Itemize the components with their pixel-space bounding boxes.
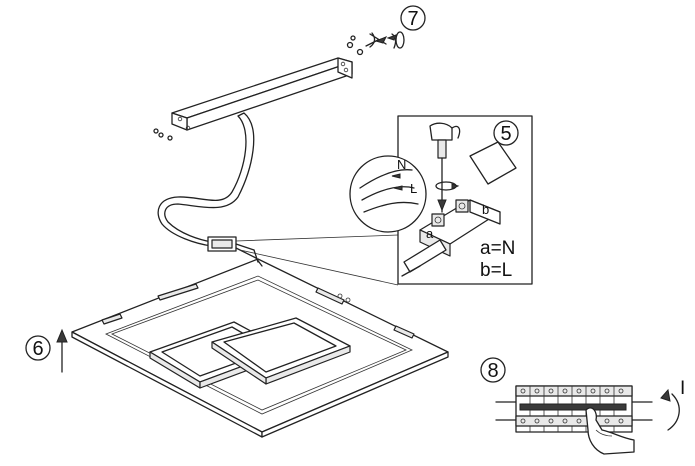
terminal-a-label: a: [426, 226, 434, 241]
step-5-callout: 5: [493, 120, 519, 146]
flat-cable: [157, 112, 255, 247]
switch-on-indicator: I: [660, 378, 685, 431]
screwdriver-icon: [429, 122, 460, 213]
bracket-screws: [153, 128, 173, 141]
led-frame-right: [211, 317, 351, 385]
terminal-b-label: b: [482, 202, 489, 217]
step-7-number: 7: [407, 8, 418, 30]
wire-connector: [207, 236, 257, 259]
step-5-number: 5: [500, 123, 511, 145]
terminal-block: a b: [401, 141, 517, 277]
step-7-callout: 7: [400, 5, 426, 31]
hand-pointing-icon: [585, 407, 635, 455]
wiring-detail-panel: N L a b: [349, 115, 533, 285]
circuit-breaker-panel: [495, 385, 653, 433]
legend-b-live: b=L: [480, 260, 512, 281]
step-8-number: 8: [487, 360, 498, 382]
step-8-callout: 8: [480, 357, 506, 383]
wire-l-label: L: [410, 181, 417, 196]
step-6-callout: 6: [25, 328, 68, 373]
legend-a-neutral: a=N: [480, 238, 515, 259]
detail-leader-line: [235, 234, 399, 286]
wire-n-label: N: [397, 157, 406, 172]
ceiling-light-panel: [71, 249, 449, 438]
mounting-bracket: [171, 57, 353, 131]
step-7-screws: [346, 31, 405, 56]
wire-zoom: N L: [359, 157, 419, 213]
step-6-number: 6: [32, 338, 43, 360]
switch-on-symbol: I: [680, 378, 685, 399]
hand-shape: [451, 125, 461, 139]
